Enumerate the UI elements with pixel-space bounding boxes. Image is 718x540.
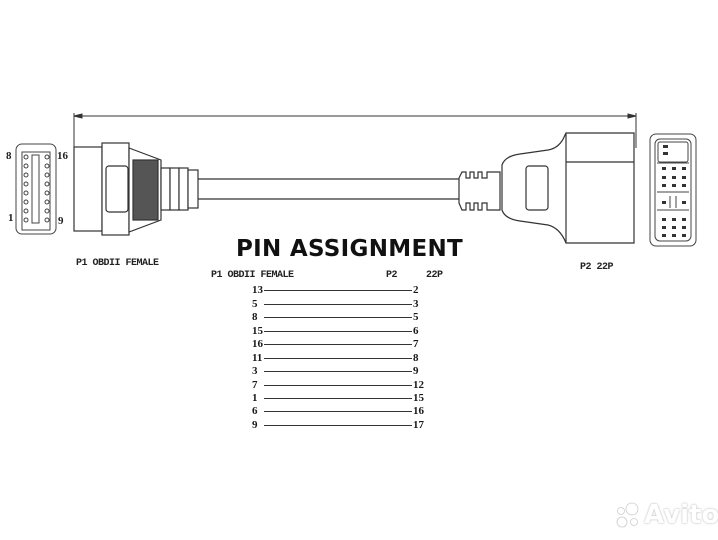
wire-line: [264, 317, 412, 318]
wire-line: [264, 331, 412, 332]
p2-pin: 7: [413, 338, 419, 350]
wire-line: [264, 425, 412, 426]
pin-map-row: 9 17: [252, 419, 432, 431]
p1-pin: 11: [252, 352, 263, 364]
p2-22pin-face-icon: [649, 133, 697, 247]
wire-line: [264, 371, 412, 372]
p1-pin: 1: [252, 392, 258, 404]
p1-pin: 13: [252, 284, 263, 296]
p1-pin: 7: [252, 379, 258, 391]
p2-pin: 12: [413, 379, 424, 391]
p2-connector-label: P2 22P: [580, 262, 614, 273]
pin-map-row: 7 12: [252, 379, 432, 391]
p1-pin: 16: [252, 338, 263, 350]
wire-line: [264, 344, 412, 345]
diagram-title: PIN ASSIGNMENT: [236, 236, 463, 262]
wire-line: [264, 290, 412, 291]
p1-pin: 15: [252, 325, 263, 337]
wire-line: [264, 385, 412, 386]
wire-line: [264, 304, 412, 305]
wire-line: [264, 398, 412, 399]
table-header-p2: P2: [386, 270, 398, 281]
p1-pin: 3: [252, 365, 258, 377]
pin-map-row: 1 15: [252, 392, 432, 404]
obd-female-face-icon: [15, 143, 57, 235]
pin-map-row: 11 8: [252, 352, 432, 364]
p1-pin-label-8: 8: [6, 150, 12, 162]
p2-connector-body: [458, 132, 635, 244]
p1-pin-label-16: 16: [57, 150, 68, 162]
wire-line: [264, 358, 412, 359]
p2-pin: 9: [413, 365, 419, 377]
avito-logo-icon: [616, 502, 639, 528]
p2-pin: 16: [413, 405, 424, 417]
avito-watermark: Avito: [644, 500, 718, 530]
p2-pin: 17: [413, 419, 424, 431]
p2-pin: 8: [413, 352, 419, 364]
p1-pin: 8: [252, 311, 258, 323]
cable: [198, 178, 460, 200]
table-header-p1: P1 OBDII FEMALE: [211, 270, 294, 281]
p2-pin: 3: [413, 298, 419, 310]
p1-pin: 5: [252, 298, 258, 310]
dimension-line: [73, 113, 637, 148]
p1-connector-label: P1 OBDII FEMALE: [76, 258, 159, 269]
p2-pin: 2: [413, 284, 419, 296]
p1-pin-label-9: 9: [58, 215, 64, 227]
pin-map-row: 15 6: [252, 325, 432, 337]
p1-pin: 6: [252, 405, 258, 417]
pin-map-row: 13 2: [252, 284, 432, 296]
p1-connector-body: [73, 142, 199, 236]
pin-map-row: 6 16: [252, 405, 432, 417]
p2-pin: 15: [413, 392, 424, 404]
pin-map-row: 16 7: [252, 338, 432, 350]
p2-pin: 6: [413, 325, 419, 337]
p1-pin-label-1: 1: [8, 212, 14, 224]
p1-pin: 9: [252, 419, 258, 431]
wire-line: [264, 411, 412, 412]
table-header-22p: 22P: [426, 270, 443, 281]
p2-pin: 5: [413, 311, 419, 323]
